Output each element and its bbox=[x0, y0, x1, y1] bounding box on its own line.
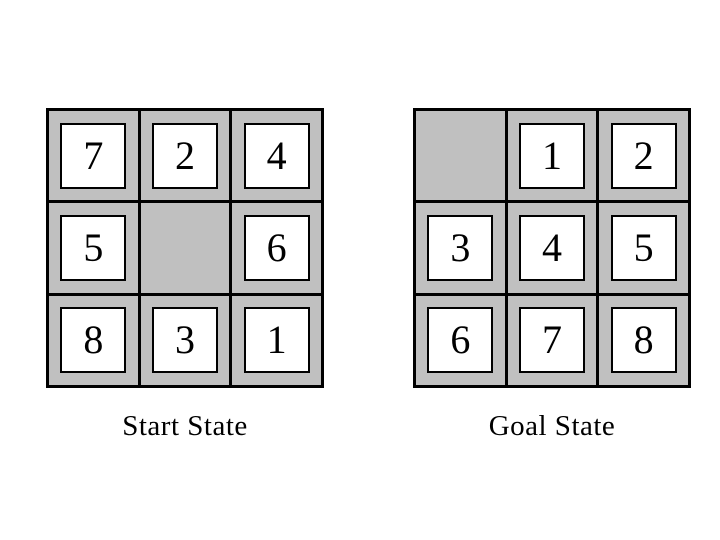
puzzle-cell: 8 bbox=[599, 295, 688, 385]
puzzle-tile: 1 bbox=[243, 307, 310, 374]
puzzle-cell: 1 bbox=[507, 111, 597, 201]
puzzle-cell: 8 bbox=[49, 295, 138, 385]
goal-state-grid: 1 2 3 4 5 6 7 8 bbox=[413, 108, 691, 388]
puzzle-tile: 8 bbox=[610, 307, 677, 374]
puzzle-cell: 7 bbox=[49, 111, 138, 201]
puzzle-cell: 6 bbox=[416, 295, 505, 385]
puzzle-tile: 8 bbox=[60, 307, 127, 374]
start-state-label: Start State bbox=[122, 410, 248, 442]
goal-state-label: Goal State bbox=[488, 410, 616, 442]
puzzle-tile: 3 bbox=[151, 307, 218, 374]
puzzle-tile: 7 bbox=[60, 122, 127, 189]
puzzle-tile: 6 bbox=[427, 307, 494, 374]
puzzle-cell: 4 bbox=[507, 203, 597, 293]
puzzle-tile: 2 bbox=[610, 122, 677, 189]
puzzle-cell: 4 bbox=[232, 111, 321, 201]
puzzle-cell: 6 bbox=[232, 203, 321, 293]
puzzle-cell: 2 bbox=[599, 111, 688, 201]
puzzle-tile: 5 bbox=[60, 214, 127, 281]
puzzle-cell-blank bbox=[140, 203, 230, 293]
puzzle-tile: 4 bbox=[243, 122, 310, 189]
puzzle-tile: 2 bbox=[151, 122, 218, 189]
puzzle-tile: 3 bbox=[427, 214, 494, 281]
puzzle-cell: 7 bbox=[507, 295, 597, 385]
puzzle-tile: 4 bbox=[518, 214, 585, 281]
puzzle-cell: 5 bbox=[599, 203, 688, 293]
puzzle-cell: 3 bbox=[416, 203, 505, 293]
goal-state-puzzle: 1 2 3 4 5 6 7 8 bbox=[413, 108, 691, 388]
puzzle-tile: 5 bbox=[610, 214, 677, 281]
puzzle-cell: 1 bbox=[232, 295, 321, 385]
start-state-puzzle: 7 2 4 5 6 8 3 1 bbox=[46, 108, 324, 388]
puzzle-cell: 2 bbox=[140, 111, 230, 201]
start-state-grid: 7 2 4 5 6 8 3 1 bbox=[46, 108, 324, 388]
puzzle-tile: 1 bbox=[518, 122, 585, 189]
puzzle-cell: 5 bbox=[49, 203, 138, 293]
puzzle-cell: 3 bbox=[140, 295, 230, 385]
puzzle-tile: 6 bbox=[243, 214, 310, 281]
puzzle-tile: 7 bbox=[518, 307, 585, 374]
puzzle-cell-blank bbox=[416, 111, 505, 201]
